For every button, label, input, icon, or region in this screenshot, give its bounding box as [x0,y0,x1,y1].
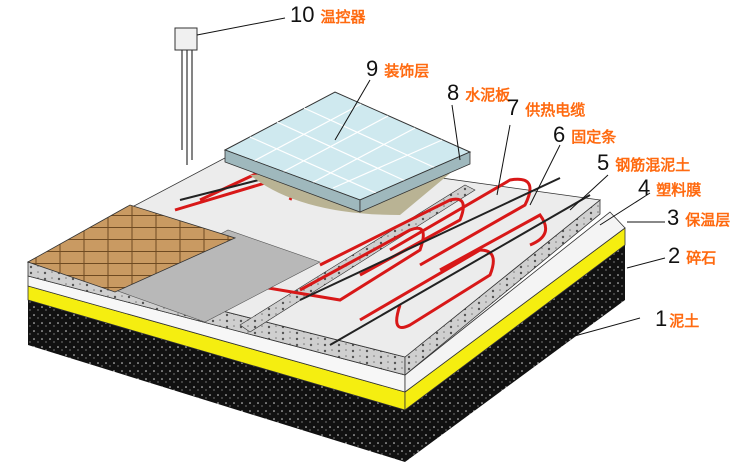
label-text: 保温层 [685,211,731,229]
label-number: 7 [507,95,520,120]
tile-edge-side [359,151,471,213]
label-number: 1 [655,306,668,331]
label-text: 供热电缆 [525,101,586,119]
label-number: 6 [553,122,566,147]
label-text: 钢筋混泥土 [615,156,691,174]
label-number: 4 [638,175,651,200]
label-number: 3 [667,205,680,230]
label-number: 10 [290,2,315,27]
insulation-layer-side [404,211,626,393]
label-number: 9 [366,56,379,81]
label-decor-layer: 9 装饰层 [366,56,429,82]
leader-lines [196,17,666,341]
label-concrete: 5 钢筋混泥土 [597,150,690,176]
label-fixing-strip: 6 固定条 [553,122,616,148]
label-cement-board: 8 水泥板 [447,80,510,106]
thermostat-box [174,27,198,51]
label-text: 装饰层 [384,62,430,80]
label-heating-cable: 7 供热电缆 [507,95,585,121]
label-number: 2 [668,243,681,268]
soil-layer [28,300,405,462]
label-text: 塑料膜 [656,181,702,199]
label-text: 水泥板 [465,86,511,104]
label-text: 碎石 [686,249,717,267]
wood-floor [27,204,237,293]
tile-grid [249,103,443,198]
thermostat-wire [181,50,193,165]
label-text: 温控器 [320,8,366,26]
label-gravel: 2 碎石 [668,243,716,269]
label-number: 5 [597,150,610,175]
label-insulation: 3 保温层 [667,205,730,231]
label-plastic-film: 4 塑料膜 [638,175,701,201]
soil-layer-side [405,245,625,462]
label-text: 固定条 [571,128,617,146]
concrete-top [26,149,601,358]
label-number: 8 [447,80,460,105]
label-thermostat: 10 温控器 [290,2,366,28]
label-text: 泥土 [669,312,700,330]
